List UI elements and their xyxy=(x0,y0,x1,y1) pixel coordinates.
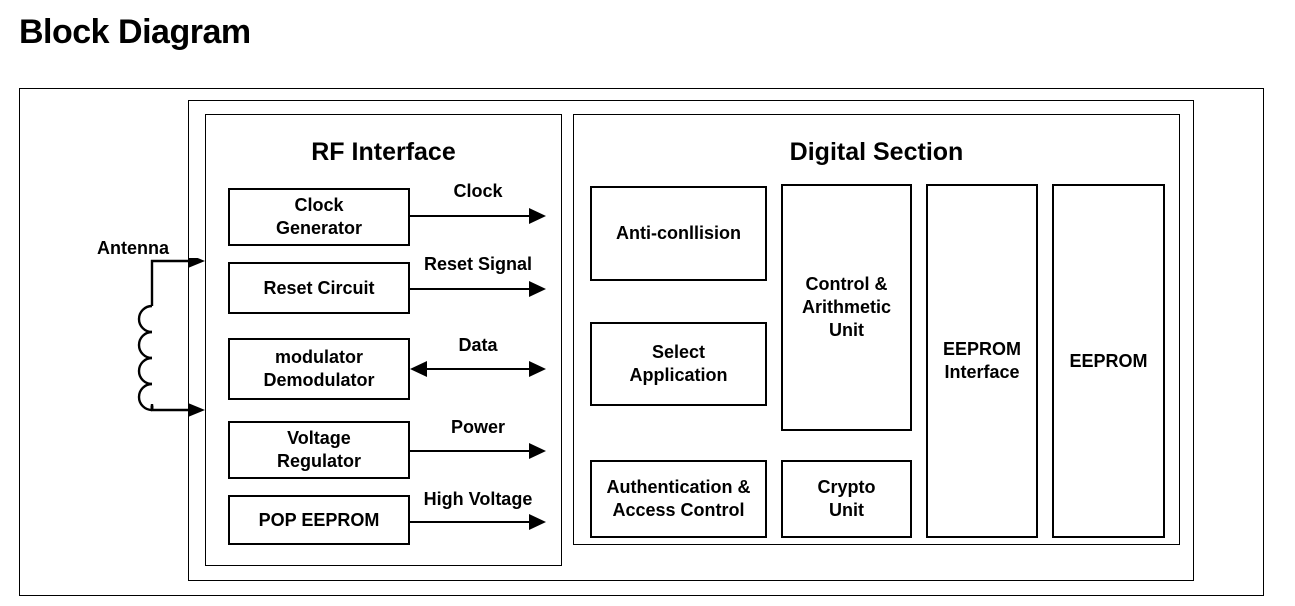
block-anti-collision[interactable]: Anti-conllision xyxy=(590,186,767,281)
signal-label-clock: Clock xyxy=(453,181,503,201)
signal-label-high-voltage: High Voltage xyxy=(423,489,533,509)
block-crypto-unit[interactable]: Crypto Unit xyxy=(781,460,912,538)
signal-label-power: Power xyxy=(450,417,506,437)
block-label: Reset Circuit xyxy=(263,277,375,298)
section-title-rf-interface: RF Interface xyxy=(311,138,456,166)
block-select-application[interactable]: Select Application xyxy=(590,322,767,406)
chip-frame xyxy=(188,100,1194,581)
section-digital-section: Digital Section xyxy=(573,114,1180,545)
block-label: Control & Arithmetic Unit xyxy=(801,274,891,340)
block-reset-circuit[interactable]: Reset Circuit xyxy=(228,262,410,314)
block-label: Authentication & Access Control xyxy=(606,477,751,520)
block-authentication-access-control[interactable]: Authentication & Access Control xyxy=(590,460,767,538)
block-label: Crypto Unit xyxy=(817,477,876,520)
block-eeprom[interactable]: EEPROM xyxy=(1052,184,1165,538)
block-modulator-demodulator[interactable]: modulator Demodulator xyxy=(228,338,410,400)
block-control-arithmetic-unit[interactable]: Control & Arithmetic Unit xyxy=(781,184,912,431)
block-label: Voltage Regulator xyxy=(276,428,361,471)
block-pop-eeprom[interactable]: POP EEPROM xyxy=(228,495,410,545)
block-label: Clock Generator xyxy=(275,195,363,238)
block-label: modulator Demodulator xyxy=(263,347,375,390)
block-label: EEPROM Interface xyxy=(942,339,1021,382)
block-eeprom-interface[interactable]: EEPROM Interface xyxy=(926,184,1038,538)
signal-label-reset-signal: Reset Signal xyxy=(423,254,533,274)
antenna-label: Antenna xyxy=(97,238,169,258)
block-clock-generator[interactable]: Clock Generator xyxy=(228,188,410,246)
block-label: Select Application xyxy=(629,342,728,385)
section-title-digital-section: Digital Section xyxy=(789,138,964,166)
antenna-coil-icon xyxy=(118,254,210,423)
outer-frame xyxy=(19,88,1264,596)
page-title: Block Diagram xyxy=(19,13,251,51)
block-label: Anti-conllision xyxy=(616,223,741,243)
block-label: POP EEPROM xyxy=(258,509,380,530)
block-label: EEPROM xyxy=(1069,350,1148,371)
block-voltage-regulator[interactable]: Voltage Regulator xyxy=(228,421,410,479)
signal-label-data: Data xyxy=(458,335,498,355)
section-rf-interface: RF Interface xyxy=(205,114,562,566)
